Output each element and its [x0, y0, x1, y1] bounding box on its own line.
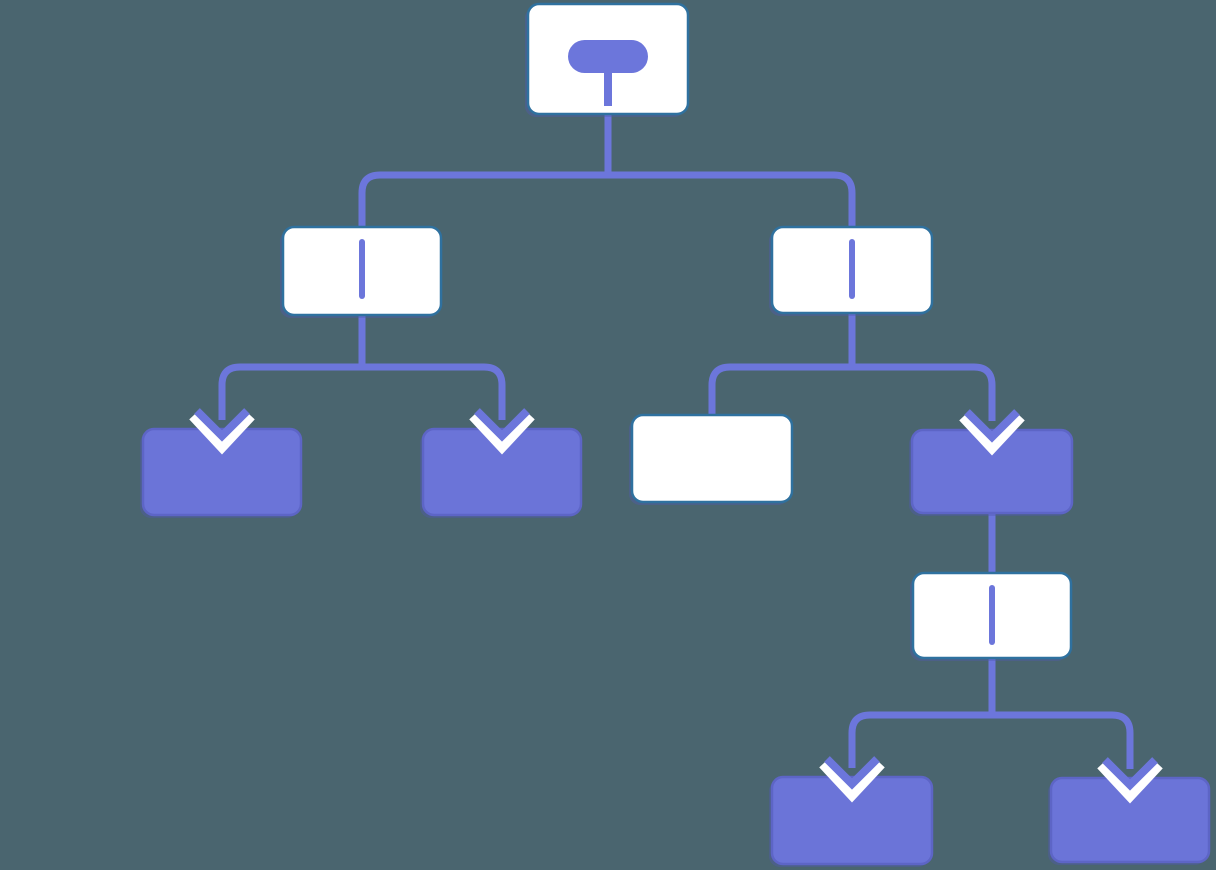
connectors-layer	[218, 108, 1134, 769]
nodes-layer	[140, 2, 1211, 867]
root-stem-shape	[604, 72, 612, 106]
node-leaf-a[interactable]	[141, 427, 303, 517]
double-chevron-arrow-icon	[959, 409, 1025, 456]
arrow-chevron-white	[469, 410, 535, 455]
divider-line-icon	[989, 585, 995, 645]
arrowheads-layer	[189, 408, 1163, 804]
arrow-chevron-purple	[474, 408, 530, 442]
divider-line-icon	[359, 239, 365, 299]
connector-edge-branch[interactable]	[708, 363, 996, 423]
divider-line-icon	[849, 239, 855, 299]
node-leaf-c[interactable]	[630, 413, 794, 504]
double-chevron-arrow-icon	[189, 408, 255, 455]
arrow-chevron-white	[959, 411, 1025, 456]
node-leaf-e[interactable]	[770, 775, 934, 866]
double-chevron-arrow-icon	[819, 756, 885, 803]
arrow-chevron-purple	[194, 408, 250, 442]
connector-edge-branch[interactable]	[218, 363, 506, 420]
arrow-chevron-purple	[1102, 757, 1158, 791]
double-chevron-arrow-icon	[469, 408, 535, 455]
arrow-chevron-purple	[964, 409, 1020, 443]
node-leaf-b[interactable]	[421, 427, 583, 517]
node-leaf-d[interactable]	[910, 428, 1074, 515]
arrow-chevron-white	[1097, 759, 1163, 804]
arrow-chevron-white	[189, 410, 255, 455]
double-chevron-arrow-icon	[1097, 757, 1163, 804]
connector-edge-branch[interactable]	[358, 171, 856, 235]
connector-edge-branch[interactable]	[848, 711, 1134, 769]
arrow-chevron-purple	[824, 756, 880, 790]
arrow-chevron-white	[819, 758, 885, 803]
root-pill-shape	[568, 40, 648, 73]
node-leaf-f[interactable]	[1049, 776, 1211, 864]
tree-root-icon	[568, 40, 648, 106]
